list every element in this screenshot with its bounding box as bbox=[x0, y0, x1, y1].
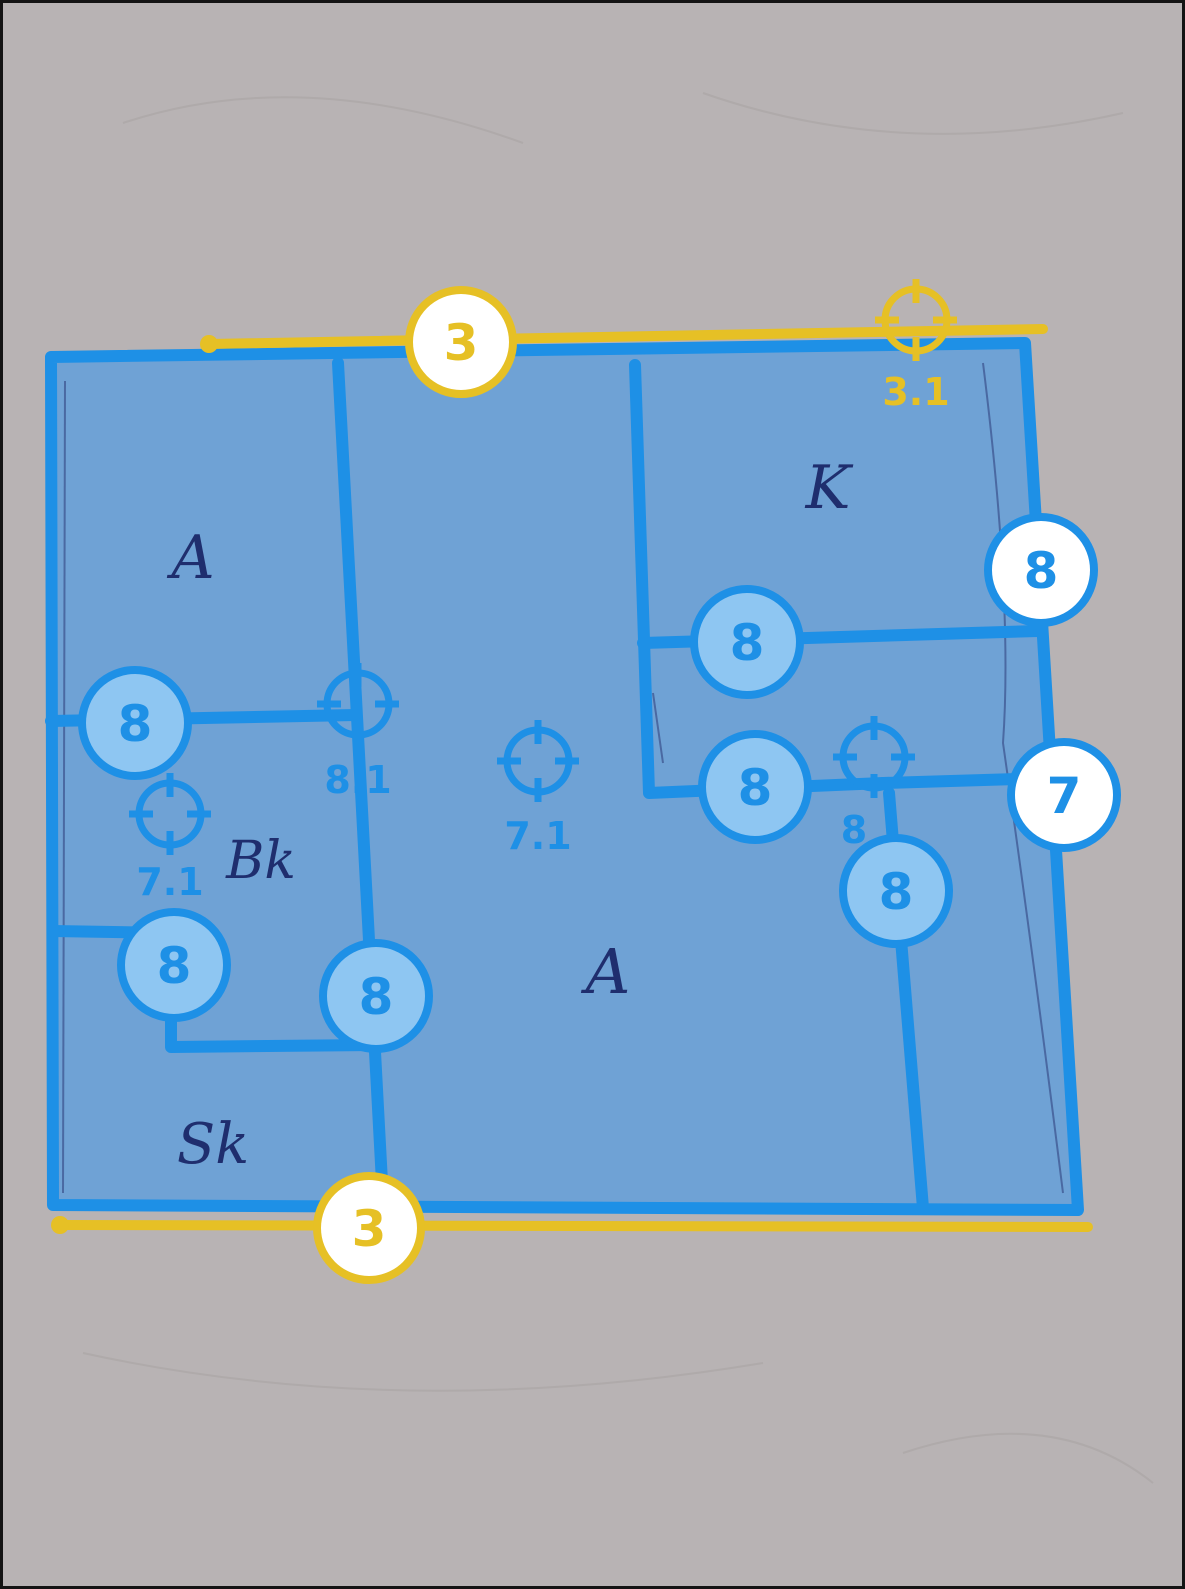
blue-badge[interactable]: 8 bbox=[117, 908, 231, 1022]
floor-plan-overlay: A K Bk A Sk 3.1 8.1 7.1 7.1 8 3 bbox=[45, 92, 1154, 1484]
room-label: A bbox=[166, 523, 214, 593]
dimension-lines bbox=[55, 324, 1093, 1232]
room-label: Bk bbox=[225, 831, 296, 891]
yellow-badge[interactable]: 3 bbox=[313, 1172, 425, 1284]
room-label: Sk bbox=[177, 1112, 249, 1177]
svg-text:3: 3 bbox=[352, 1200, 387, 1258]
blue-badge[interactable]: 8 bbox=[319, 939, 433, 1053]
svg-text:8: 8 bbox=[157, 937, 192, 995]
svg-text:3: 3 bbox=[444, 314, 479, 372]
room-label: A bbox=[581, 935, 631, 1008]
svg-text:8: 8 bbox=[738, 759, 773, 817]
dimension-end-dot bbox=[51, 1216, 69, 1234]
dimension-end-dot bbox=[200, 335, 218, 353]
svg-text:7: 7 bbox=[1047, 767, 1082, 825]
blue-target-label: 7.1 bbox=[504, 814, 571, 858]
sketch-lines bbox=[62, 362, 1064, 1194]
blue-badge[interactable]: 8 bbox=[839, 834, 953, 948]
outer-wall bbox=[45, 337, 1084, 1216]
blue-badge[interactable]: 8 bbox=[78, 666, 192, 780]
crosshair-icon[interactable] bbox=[129, 773, 211, 855]
bottom-dimension-line bbox=[55, 1220, 1093, 1232]
svg-text:8: 8 bbox=[730, 614, 765, 672]
crosshair-icon[interactable] bbox=[833, 716, 915, 798]
yellow-badge[interactable]: 3 bbox=[405, 286, 517, 398]
crosshair-icon[interactable] bbox=[875, 279, 957, 361]
crosshair-icon[interactable] bbox=[317, 663, 399, 745]
blue-badge[interactable]: 8 bbox=[698, 730, 812, 844]
svg-text:8: 8 bbox=[879, 863, 914, 921]
wall-sk-top bbox=[165, 1007, 381, 1053]
room-label: K bbox=[805, 453, 854, 523]
white-badge[interactable]: 8 bbox=[984, 513, 1098, 627]
paper-texture bbox=[82, 92, 1154, 1484]
crosshair-icon[interactable] bbox=[497, 720, 579, 802]
top-dimension-line bbox=[204, 324, 1048, 349]
blue-target-label: 8.1 bbox=[324, 758, 391, 802]
svg-text:8: 8 bbox=[118, 695, 153, 753]
wall-left-bedroom bbox=[332, 357, 389, 1207]
svg-text:8: 8 bbox=[1024, 542, 1059, 600]
yellow-target-label: 3.1 bbox=[882, 370, 949, 414]
svg-text:8: 8 bbox=[359, 968, 394, 1026]
blue-badge[interactable]: 8 bbox=[690, 585, 804, 699]
white-badge[interactable]: 7 bbox=[1007, 738, 1121, 852]
blue-target-label: 7.1 bbox=[136, 860, 203, 904]
